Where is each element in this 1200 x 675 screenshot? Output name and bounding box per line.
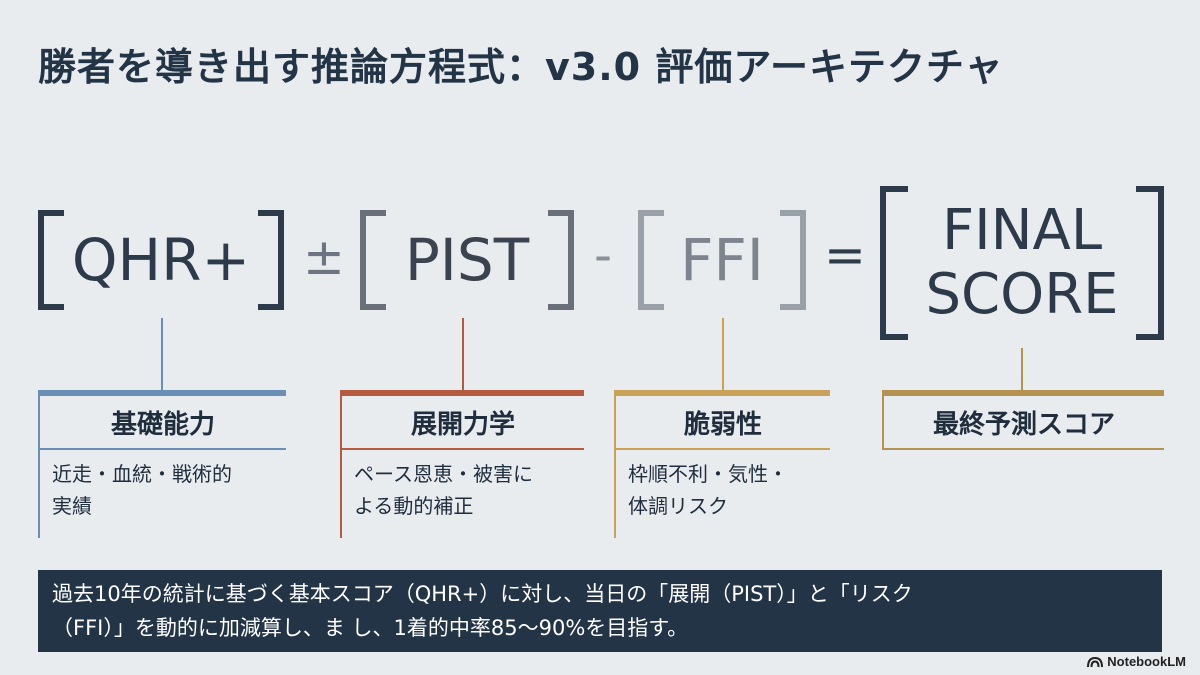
card-heading: 最終予測スコア [882,396,1164,448]
card-divider [340,448,584,450]
term-final-score-label: FINAL SCORE [880,186,1164,340]
operator-equals: = [824,226,866,284]
connector-line [1021,348,1023,390]
card-body-line: 体調リスク [628,494,728,518]
summary-line: （FFI）」を動的に加減算し、ま し、1着的中率85〜90%を目指す。 [52,616,689,640]
right-bracket [258,210,284,310]
left-bracket [880,186,908,340]
card-accent-bar [882,390,1164,396]
card-divider [614,448,830,450]
card-divider [882,448,1164,450]
term-ffi: FFI [638,210,806,310]
page-title: 勝者を導き出す推論方程式：v3.0 評価アーキテクチャ [38,45,1004,89]
term-final-score: FINAL SCORE [880,186,1164,340]
card-heading: 脆弱性 [614,396,830,448]
score-label: SCORE [925,262,1119,327]
card-basic-ability: 基礎能力 近走・血統・戦術的 実績 [38,390,286,538]
operator-plus-minus: ± [303,228,345,286]
card-body-line: ペース恩恵・被害に [354,462,533,486]
card-accent-bar [38,390,286,396]
card-body-line: よる動的補正 [354,494,474,518]
right-bracket [1136,186,1164,340]
card-accent-bar [340,390,584,396]
summary-banner: 過去10年の統計に基づく基本スコア（QHR+）に対し、当日の「展開（PIST）」… [38,570,1162,652]
term-pist-label: PIST [404,226,530,294]
card-heading: 基礎能力 [38,396,286,448]
term-pist: PIST [360,210,574,310]
card-body: 近走・血統・戦術的 実績 [38,450,286,538]
right-bracket [780,210,806,310]
card-body-line: 実績 [52,494,92,518]
card-body: ペース恩恵・被害に よる動的補正 [340,450,584,538]
card-body-line: 近走・血統・戦術的 [52,462,232,486]
card-heading: 展開力学 [340,396,584,448]
card-accent-bar [614,390,830,396]
right-bracket [548,210,574,310]
left-bracket [638,210,664,310]
card-divider [38,448,286,450]
card-body-line: 枠順不利・気性・ [628,462,788,486]
connector-line [462,318,464,390]
brand-label: NotebookLM [1107,654,1186,669]
operator-minus: - [594,226,613,284]
card-development-dynamics: 展開力学 ペース恩恵・被害に よる動的補正 [340,390,584,538]
final-label: FINAL [941,198,1103,263]
card-body: 枠順不利・気性・ 体調リスク [614,450,830,538]
left-bracket [360,210,386,310]
term-qhr: QHR+ [38,210,284,310]
connector-line [161,318,163,390]
card-final-prediction: 最終予測スコア [882,390,1164,450]
term-qhr-label: QHR+ [71,226,251,294]
term-ffi-label: FFI [680,226,764,294]
summary-line: 過去10年の統計に基づく基本スコア（QHR+）に対し、当日の「展開（PIST）」… [52,582,913,606]
notebooklm-logo-icon [1087,656,1104,667]
left-bracket [38,210,64,310]
brand-watermark: NotebookLM [1087,654,1186,669]
card-vulnerability: 脆弱性 枠順不利・気性・ 体調リスク [614,390,830,538]
connector-line [722,318,724,390]
